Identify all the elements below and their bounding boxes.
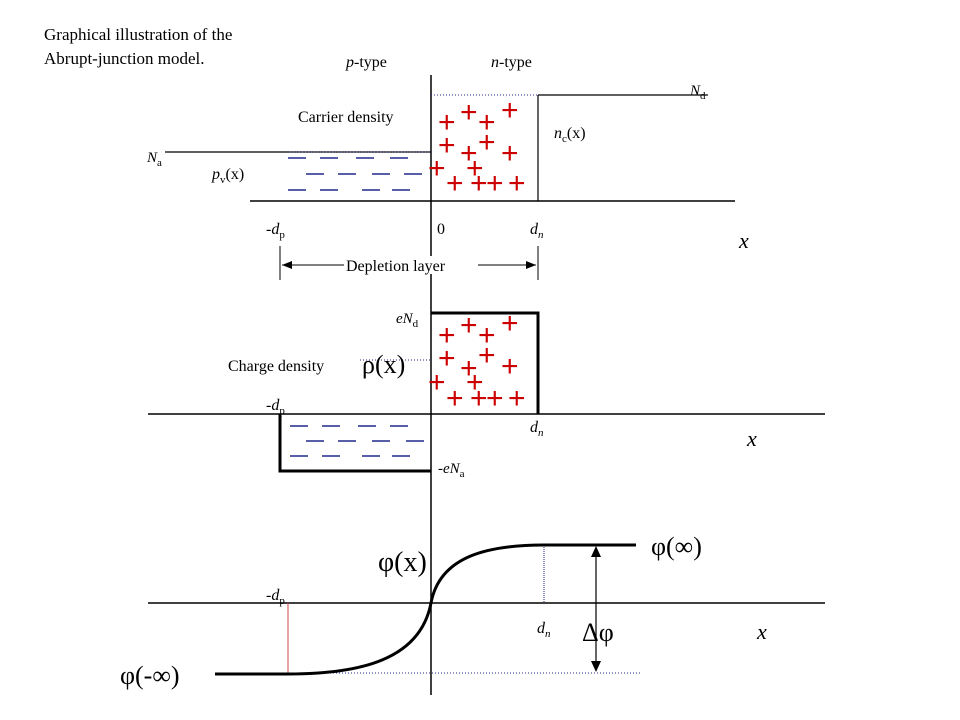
depletion-label: Depletion layer <box>346 258 446 275</box>
middle-x-label: x <box>746 426 757 451</box>
bottom-neg-dp-label: -dp <box>266 587 285 607</box>
neg-eNa-label: -eNa <box>438 461 465 480</box>
positive-charge-block <box>431 311 540 414</box>
middle-plus-charges: + + + + + + + + + + + + + + <box>428 307 526 415</box>
plus-charge: + <box>460 96 478 129</box>
plus-charge: + <box>460 137 478 170</box>
rho-label: ρ(x) <box>362 350 405 379</box>
negative-charge-block <box>278 414 431 473</box>
plus-charge: + <box>501 307 519 340</box>
na-label: Na <box>146 150 162 169</box>
plus-charge: + <box>501 137 519 170</box>
middle-dn-label: dn <box>530 419 544 439</box>
caption-line1: Graphical illustration of the <box>44 25 232 44</box>
top-dn-label: dn <box>530 221 544 241</box>
nc-label: nc(x) <box>554 125 586 145</box>
p-type-label: p-type <box>345 54 387 71</box>
top-plus-charges: + + + + + + + + + + + + + + <box>428 94 526 200</box>
phi-x-label: φ(x) <box>378 547 427 578</box>
depletion-label-bg <box>344 256 478 274</box>
plus-charge: + <box>460 352 478 385</box>
charge-density-label: Charge density <box>228 358 324 375</box>
plus-charge: + <box>501 350 519 383</box>
carrier-density-label: Carrier density <box>298 109 394 126</box>
plus-charge: + <box>466 366 484 399</box>
depletion-arrow-left-head <box>282 261 292 269</box>
potential-curve <box>215 543 636 676</box>
bottom-dn-label: dn <box>537 620 551 640</box>
top-minus-charges <box>288 157 422 191</box>
top-zero-label: 0 <box>437 221 445 238</box>
plus-charge: + <box>501 94 519 127</box>
eNd-label: eNd <box>396 311 419 330</box>
plus-charge: + <box>428 152 446 185</box>
plus-charge: + <box>478 339 496 372</box>
depletion-arrow-right-head <box>526 261 536 269</box>
plus-charge: + <box>466 152 484 185</box>
plus-charge: + <box>428 366 446 399</box>
bottom-x-label: x <box>756 619 767 644</box>
plus-charge: + <box>446 167 464 200</box>
nd-label: Nd <box>689 83 706 102</box>
phi-inf-label: φ(∞) <box>651 532 702 561</box>
plus-charge: + <box>508 167 526 200</box>
plus-charge: + <box>478 319 496 352</box>
plus-charge: + <box>470 382 488 415</box>
delta-phi-arrow-bottom <box>591 661 601 672</box>
plus-charge: + <box>438 342 456 375</box>
delta-phi-arrow-top <box>591 546 601 557</box>
n-type-label: n-type <box>491 54 532 71</box>
plus-charge: + <box>486 382 504 415</box>
middle-minus-charges <box>290 425 424 457</box>
pv-label: pv(x) <box>211 166 244 186</box>
top-neg-dp-label: -dp <box>266 221 285 241</box>
plus-charge: + <box>470 167 488 200</box>
top-x-label: x <box>738 228 749 253</box>
plus-charge: + <box>478 126 496 159</box>
plus-charge: + <box>508 382 526 415</box>
plus-charge: + <box>438 129 456 162</box>
plus-charge: + <box>486 167 504 200</box>
middle-neg-dp-label: -dp <box>266 397 285 417</box>
plus-charge: + <box>478 106 496 139</box>
phi-neg-inf-label: φ(-∞) <box>120 661 180 690</box>
caption-line2: Abrupt-junction model. <box>44 49 205 68</box>
delta-phi-label: Δφ <box>582 618 614 647</box>
plus-charge: + <box>460 309 478 342</box>
plus-charge: + <box>446 382 464 415</box>
plus-charge: + <box>438 106 456 139</box>
plus-charge: + <box>438 319 456 352</box>
